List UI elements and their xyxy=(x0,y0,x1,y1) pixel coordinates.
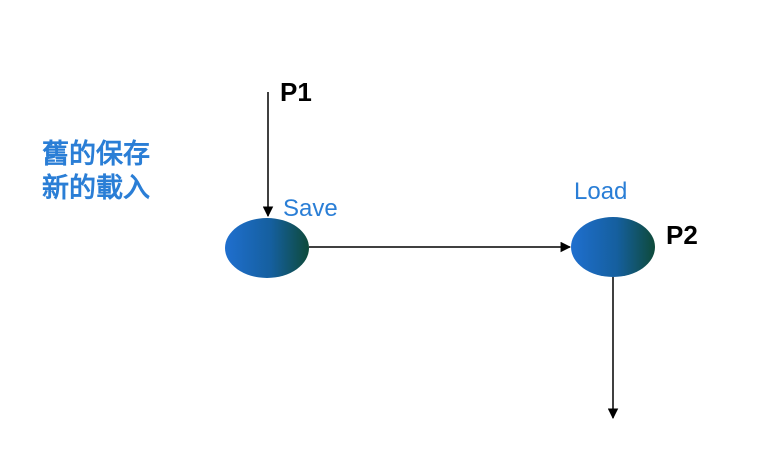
caption-line-2: 新的載入 xyxy=(42,173,150,204)
p1-label: P1 xyxy=(280,77,312,107)
p2-label: P2 xyxy=(666,220,698,250)
save-node xyxy=(225,218,309,278)
save-label: Save xyxy=(283,195,338,222)
caption: 舊的保存 新的載入 xyxy=(42,138,150,206)
load-label: Load xyxy=(574,178,628,205)
caption-line-1: 舊的保存 xyxy=(42,139,150,170)
load-node xyxy=(571,217,655,277)
